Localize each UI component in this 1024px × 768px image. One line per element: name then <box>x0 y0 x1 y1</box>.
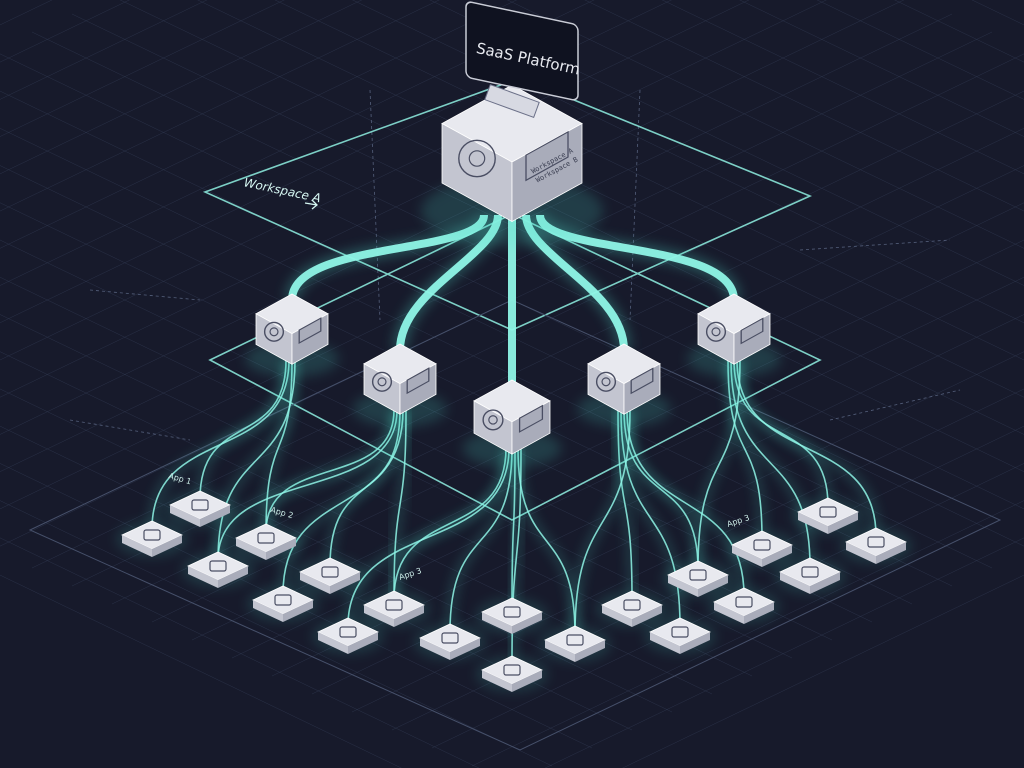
app-tile-16[interactable] <box>708 587 780 624</box>
app-connector <box>265 409 395 533</box>
server-panel-icon <box>525 130 569 182</box>
key-icon <box>867 536 885 548</box>
gear-icon <box>371 371 393 392</box>
app-tile-11[interactable] <box>539 625 611 662</box>
app-tile-9[interactable] <box>414 623 486 660</box>
platform-plane <box>202 77 822 521</box>
cube-icon <box>482 409 504 431</box>
app-tile-10[interactable] <box>476 597 548 634</box>
app-tile-6[interactable] <box>247 585 319 622</box>
app-connector <box>574 409 631 635</box>
app-tile-17[interactable] <box>726 530 798 567</box>
mail-icon <box>257 532 275 544</box>
app-tile-4[interactable] <box>182 551 254 588</box>
panel-icon <box>298 317 322 345</box>
title-tag: SaaS Platform <box>465 1 582 101</box>
workspace-node-2[interactable] <box>353 343 447 427</box>
window-icon <box>595 371 617 392</box>
ground-plane <box>28 299 1002 751</box>
app-tile-19[interactable] <box>792 497 864 534</box>
mail-icon <box>735 596 753 608</box>
workspace-label: Workspace A <box>243 175 323 205</box>
document-icon <box>705 321 727 342</box>
app-tile-15[interactable] <box>662 560 734 597</box>
folder-icon <box>209 560 227 572</box>
key-icon <box>385 599 403 611</box>
app-connector <box>617 409 633 600</box>
panel-icon <box>406 367 430 395</box>
card-icon <box>503 606 521 618</box>
list-icon <box>321 566 339 578</box>
archive-icon <box>263 321 285 342</box>
app-connector <box>282 409 404 595</box>
app-tile-1[interactable] <box>164 490 236 527</box>
app-connector <box>727 359 763 540</box>
workspace-arrow-icon <box>304 199 318 210</box>
list-icon <box>801 566 819 578</box>
user-icon <box>503 664 521 676</box>
app-tile-14[interactable] <box>644 617 716 654</box>
code-icon <box>566 634 584 646</box>
app-label-1: App 1 <box>167 471 192 486</box>
workspace-node-3[interactable] <box>462 379 562 468</box>
app-tile-7[interactable] <box>358 590 430 627</box>
app-connector <box>697 359 741 570</box>
app-tile-20[interactable] <box>840 527 912 564</box>
chart-icon <box>689 569 707 581</box>
app-tile-2[interactable] <box>116 520 188 557</box>
connectors <box>149 213 879 665</box>
app-connector <box>347 447 510 627</box>
grid-icon <box>339 626 357 638</box>
workspace-node-4[interactable] <box>577 343 671 427</box>
settings-icon <box>191 499 209 511</box>
image-icon <box>274 594 292 606</box>
panel-icon <box>630 367 654 395</box>
app-tile-18[interactable] <box>774 557 846 594</box>
app-tile-5[interactable] <box>294 557 366 594</box>
image-icon <box>819 506 837 518</box>
app-label-2: App 2 <box>269 505 294 520</box>
workspace-node-5[interactable] <box>687 293 781 377</box>
app-connector <box>217 409 398 561</box>
settings-icon <box>671 626 689 638</box>
chart-icon <box>143 529 161 541</box>
app-connector <box>151 359 290 530</box>
app-connector <box>449 447 513 633</box>
panel-icon <box>740 317 764 345</box>
calendar-icon <box>441 632 459 644</box>
app-tile-12[interactable] <box>476 655 548 692</box>
app-tile-3[interactable] <box>230 523 302 560</box>
panel-icon <box>518 404 544 433</box>
server-stack-icon <box>484 83 540 119</box>
app-connector <box>393 409 407 600</box>
app-tile-8[interactable] <box>312 617 384 654</box>
app-connector <box>736 359 877 537</box>
app-tile-13[interactable] <box>596 590 668 627</box>
workspace-node-1[interactable] <box>245 293 339 377</box>
database-icon <box>458 139 496 178</box>
phone-icon <box>623 599 641 611</box>
folder-icon <box>753 539 771 551</box>
